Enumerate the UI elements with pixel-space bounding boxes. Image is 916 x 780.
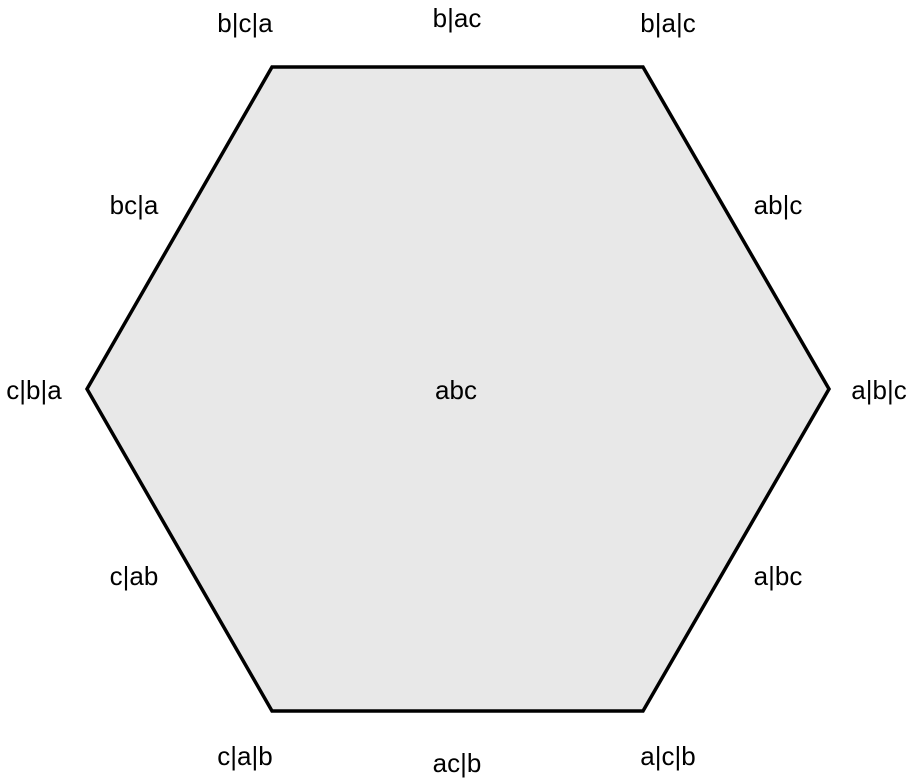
edge-label-lower-left: c|ab [110, 561, 159, 591]
vertex-label-bottom-right: a|c|b [640, 741, 695, 771]
edge-label-upper-right: ab|c [754, 190, 803, 220]
edge-label-upper-left: bc|a [110, 190, 159, 220]
vertex-label-right: a|b|c [851, 375, 906, 405]
vertex-label-left: c|b|a [6, 375, 62, 405]
hexagon-face [84, 65, 832, 713]
vertex-label-top-right: b|a|c [640, 8, 695, 38]
vertex-label-bottom-left: c|a|b [217, 741, 272, 771]
edge-label-lower-right: a|bc [754, 561, 803, 591]
vertex-label-top-left: b|c|a [217, 8, 273, 38]
center-label: abc [435, 375, 477, 405]
edge-label-top: b|ac [433, 3, 482, 33]
edge-label-bottom: ac|b [433, 748, 482, 778]
